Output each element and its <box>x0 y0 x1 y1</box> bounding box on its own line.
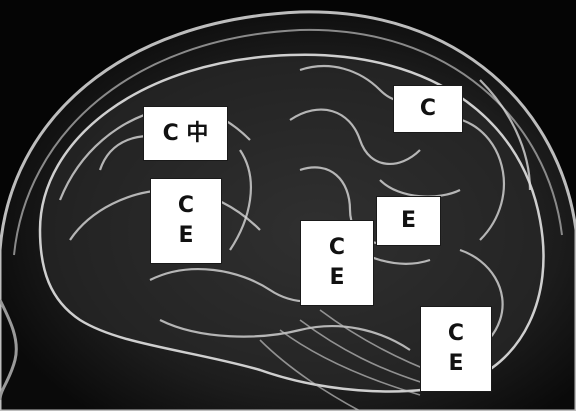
label-line: C 中 <box>163 119 209 149</box>
label-ce-bottom-right: C E <box>420 306 492 392</box>
label-line: E <box>401 206 416 236</box>
label-e-middle-right: E <box>376 196 441 246</box>
label-line: C <box>329 233 345 263</box>
label-line: E <box>448 349 463 379</box>
label-line: C <box>448 319 464 349</box>
label-c-top-right: C <box>393 85 463 133</box>
label-ce-center: C E <box>300 220 374 306</box>
label-line: C <box>178 191 194 221</box>
label-ce-left: C E <box>150 178 222 264</box>
label-line: C <box>420 94 436 124</box>
label-c-zhong: C 中 <box>143 106 228 161</box>
label-line: E <box>178 221 193 251</box>
label-line: E <box>329 263 344 293</box>
